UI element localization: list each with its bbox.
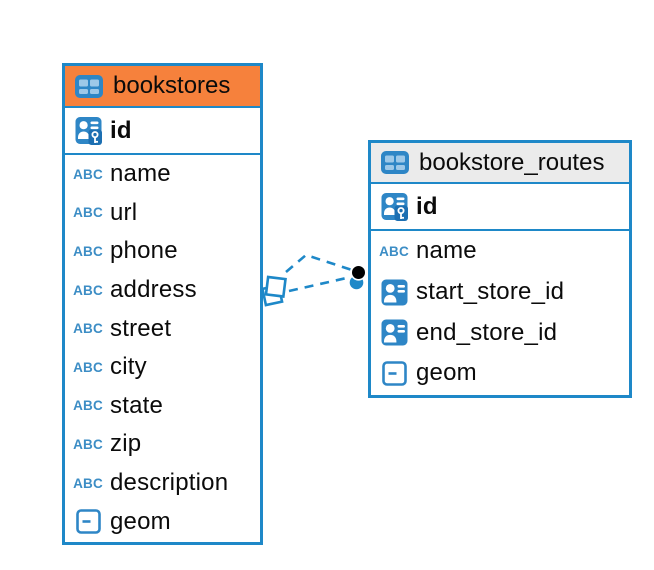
foreign-key-icon — [379, 279, 409, 306]
relationship-line-2[interactable] — [288, 275, 352, 293]
column-row-description[interactable]: ABC description — [65, 464, 260, 503]
column-row-id[interactable]: id — [65, 108, 260, 153]
text-icon: ABC — [73, 243, 103, 259]
column-row-start_store_id[interactable]: start_store_id — [371, 272, 629, 313]
key-columns: id — [371, 184, 629, 229]
text-icon: ABC — [73, 321, 103, 337]
column-row-zip[interactable]: ABC zip — [65, 425, 260, 464]
column-row-url[interactable]: ABC url — [65, 194, 260, 233]
column-name: name — [416, 237, 477, 265]
text-icon: ABC — [73, 205, 103, 221]
key-columns: id — [65, 108, 260, 153]
text-icon: ABC — [73, 475, 103, 491]
column-name: url — [110, 198, 138, 226]
foreign-key-icon — [379, 319, 409, 346]
column-name: address — [110, 276, 197, 304]
column-name: phone — [110, 237, 178, 265]
column-row-street[interactable]: ABC street — [65, 309, 260, 348]
column-name: city — [110, 353, 147, 381]
column-row-geom[interactable]: geom — [371, 353, 629, 394]
column-name: zip — [110, 430, 142, 458]
geometry-icon — [73, 509, 103, 534]
text-icon: ABC — [73, 398, 103, 414]
geometry-icon — [379, 361, 409, 386]
column-row-id[interactable]: id — [371, 184, 629, 229]
relationship-source-marker[interactable] — [260, 275, 287, 307]
column-row-end_store_id[interactable]: end_store_id — [371, 312, 629, 353]
column-name: name — [110, 160, 171, 188]
divider — [371, 182, 629, 184]
relationship-target-marker[interactable] — [349, 264, 367, 290]
column-name: geom — [416, 359, 477, 387]
text-icon: ABC — [73, 359, 103, 375]
column-name: geom — [110, 507, 171, 535]
table-title: bookstores — [113, 72, 231, 99]
divider — [65, 153, 260, 155]
relationship-line-1[interactable] — [285, 253, 353, 273]
column-row-phone[interactable]: ABC phone — [65, 232, 260, 271]
primary-key-icon — [73, 116, 103, 145]
table-icon — [380, 150, 410, 175]
entity-header[interactable]: bookstores — [65, 66, 260, 106]
divider — [371, 229, 629, 231]
text-icon: ABC — [73, 166, 103, 182]
entity-bookstore-routes[interactable]: bookstore_routes id ABC name start_store_i… — [368, 140, 632, 398]
column-row-geom[interactable]: geom — [65, 502, 260, 541]
column-name: id — [416, 192, 438, 220]
column-row-state[interactable]: ABC state — [65, 387, 260, 426]
column-name: id — [110, 116, 132, 144]
column-name: start_store_id — [416, 278, 565, 306]
table-title: bookstore_routes — [419, 148, 605, 176]
table-icon — [74, 74, 104, 99]
column-row-name[interactable]: ABC name — [371, 231, 629, 272]
column-name: description — [110, 469, 229, 497]
entity-header[interactable]: bookstore_routes — [371, 143, 629, 182]
text-icon: ABC — [73, 436, 103, 452]
divider — [65, 106, 260, 108]
column-name: end_store_id — [416, 318, 558, 346]
column-row-address[interactable]: ABC address — [65, 271, 260, 310]
column-name: state — [110, 391, 164, 419]
column-name: street — [110, 314, 172, 342]
column-row-name[interactable]: ABC name — [65, 155, 260, 194]
column-row-city[interactable]: ABC city — [65, 348, 260, 387]
text-icon: ABC — [379, 243, 409, 259]
primary-key-icon — [379, 192, 409, 221]
text-icon: ABC — [73, 282, 103, 298]
